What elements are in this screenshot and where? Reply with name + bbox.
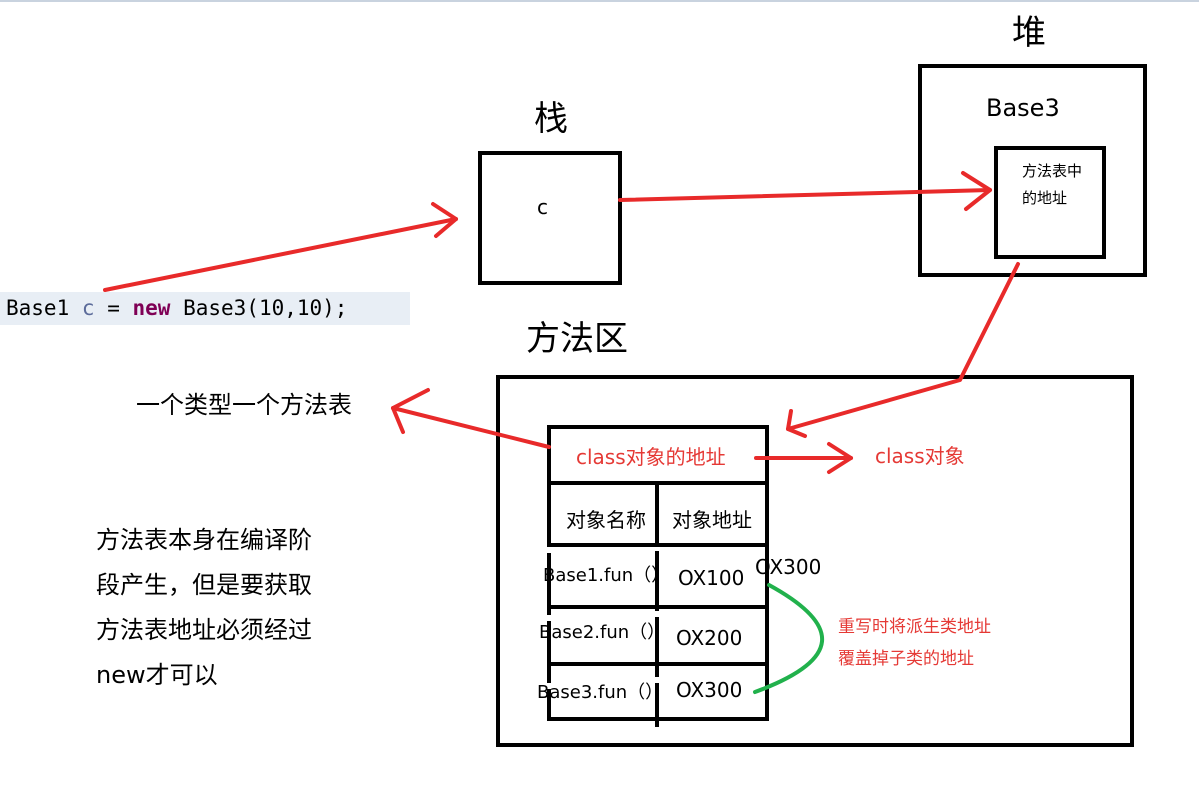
arrowhead-stack-to-heap bbox=[961, 171, 992, 211]
heap-box bbox=[918, 64, 1147, 277]
class-address-cell bbox=[547, 425, 769, 485]
code-type: Base1 bbox=[6, 296, 70, 320]
override-note-line1: 重写时将派生类地址 bbox=[838, 617, 991, 637]
arrow-code-to-stack bbox=[103, 217, 458, 292]
stack-var: c bbox=[537, 195, 548, 219]
class-address-label: class对象的地址 bbox=[576, 445, 726, 469]
arrowhead-to-class-object bbox=[827, 442, 853, 474]
arrowhead-heap-to-class-address bbox=[786, 409, 807, 438]
arrow-to-one-table-label bbox=[391, 406, 551, 449]
row-address-3: OX300 bbox=[676, 678, 743, 702]
row-name-2: Base2.fun（） bbox=[539, 622, 666, 643]
method-area-title: 方法区 bbox=[526, 319, 628, 359]
override-curve bbox=[753, 583, 825, 694]
heap-title: 堆 bbox=[1012, 13, 1046, 53]
arrowhead-to-one-table-label bbox=[391, 388, 430, 434]
override-address: OX300 bbox=[755, 555, 822, 579]
one-table-per-type-label: 一个类型一个方法表 bbox=[136, 391, 352, 419]
heap-object-name: Base3 bbox=[986, 94, 1060, 122]
method-table-grid bbox=[547, 485, 769, 727]
row-address-1: OX100 bbox=[678, 566, 745, 590]
note-line-2: 段产生，但是要获取 bbox=[96, 571, 312, 599]
row-address-2: OX200 bbox=[676, 626, 743, 650]
override-note-line2: 覆盖掉子类的地址 bbox=[838, 649, 974, 669]
code-keyword: new bbox=[132, 296, 171, 320]
arrow-stack-to-heap bbox=[618, 188, 992, 202]
column-header-address: 对象地址 bbox=[672, 508, 752, 532]
top-border bbox=[0, 0, 1199, 2]
row-name-1: Base1.fun（） bbox=[543, 565, 670, 586]
stack-title: 栈 bbox=[534, 99, 568, 139]
column-header-name: 对象名称 bbox=[566, 508, 646, 532]
row-name-3: Base3.fun（） bbox=[537, 682, 664, 703]
note-line-1: 方法表本身在编译阶 bbox=[96, 526, 312, 554]
arrowhead-code-to-stack bbox=[431, 202, 458, 238]
code-ctor: Base3(10,10); bbox=[183, 296, 348, 320]
code-line: Base1 c = new Base3(10,10); bbox=[0, 292, 410, 325]
heap-inner-line1: 方法表中 bbox=[1022, 162, 1083, 180]
class-object-label: class对象 bbox=[875, 444, 965, 468]
heap-inner-line2: 的地址 bbox=[1022, 189, 1068, 207]
heap-inner-box bbox=[994, 146, 1106, 259]
code-var: c bbox=[81, 296, 95, 320]
note-line-3: 方法表地址必须经过 bbox=[96, 616, 312, 644]
arrow-heap-to-class-address bbox=[786, 262, 1020, 431]
method-area-box bbox=[496, 375, 1134, 747]
stack-box bbox=[478, 151, 622, 285]
explanation-note: 方法表本身在编译阶 段产生，但是要获取 方法表地址必须经过 new才可以 bbox=[96, 518, 366, 698]
code-op: = bbox=[107, 296, 120, 320]
note-line-4: new才可以 bbox=[96, 661, 218, 689]
